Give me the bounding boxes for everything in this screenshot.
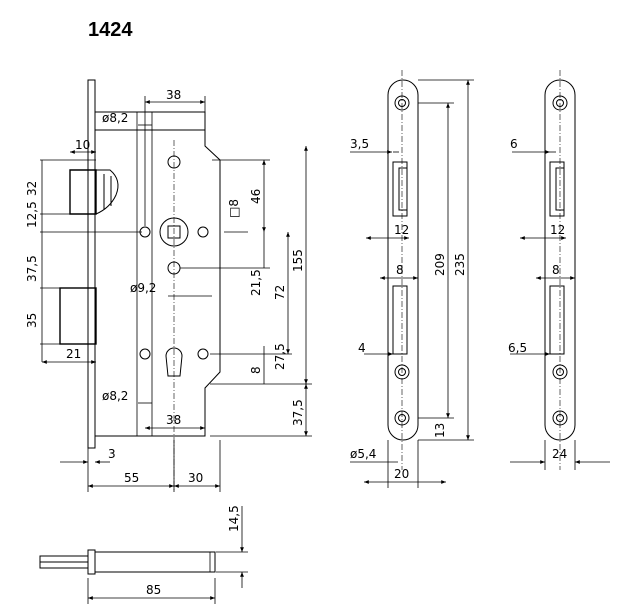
dim-21-5: 21,5 (249, 269, 263, 296)
dim-12-b: 12 (550, 223, 565, 237)
dim-12-5: 12,5 (25, 201, 39, 228)
dim-35: 35 (25, 313, 39, 328)
lock-side-view (39, 549, 216, 575)
dim-phi82-top: ø8,2 (102, 111, 128, 125)
dim-20: 20 (394, 467, 409, 481)
dim-32: 32 (25, 181, 39, 196)
dim-phi92: ø9,2 (130, 281, 156, 295)
side-view-dimensions: 14,5 85 (87, 505, 248, 604)
dim-72: 72 (273, 285, 287, 300)
dim-8-cyl: 8 (249, 366, 263, 374)
faceplate-dimensions: 3,5 12 8 4 209 235 13 ø5,4 20 (350, 79, 474, 488)
dim-155: 155 (291, 249, 305, 272)
dim-3: 3 (108, 447, 116, 461)
dim-38-bottom: 38 (166, 413, 181, 427)
dim-38-top: 38 (166, 88, 181, 102)
dim-8-b: 8 (552, 263, 560, 277)
dim-46: 46 (249, 189, 263, 204)
dim-12-a: 12 (394, 223, 409, 237)
dim-6-5: 6,5 (508, 341, 527, 355)
dim-6: 6 (510, 137, 518, 151)
dim-209: 209 (433, 253, 447, 276)
dim-30: 30 (188, 471, 203, 485)
dim-37-5-left: 37,5 (25, 255, 39, 282)
dim-phi5-4: ø5,4 (350, 447, 376, 461)
main-view-dimensions: 38 ø8,2 10 32 12,5 37,5 35 21 □8 46 21,5… (25, 88, 312, 492)
dim-21: 21 (66, 347, 81, 361)
dim-37-5-right: 37,5 (291, 399, 305, 426)
dim-3-5: 3,5 (350, 137, 369, 151)
dim-55: 55 (124, 471, 139, 485)
dim-10: 10 (75, 138, 90, 152)
dim-235: 235 (453, 253, 467, 276)
dim-85: 85 (146, 583, 161, 597)
faceplate-variant-dimensions: 6 12 8 6,5 24 (508, 137, 610, 470)
faceplate-variant-view (544, 70, 576, 470)
dim-27-5: 27,5 (273, 343, 287, 370)
dim-24: 24 (552, 447, 567, 461)
dim-13: 13 (433, 423, 447, 438)
dim-4: 4 (358, 341, 366, 355)
dim-8-a: 8 (396, 263, 404, 277)
faceplate-view (387, 70, 419, 470)
dim-14-5: 14,5 (227, 505, 241, 532)
model-number: 1424 (88, 19, 133, 41)
dim-sq8: □8 (227, 199, 241, 218)
dim-phi82-bottom: ø8,2 (102, 389, 128, 403)
